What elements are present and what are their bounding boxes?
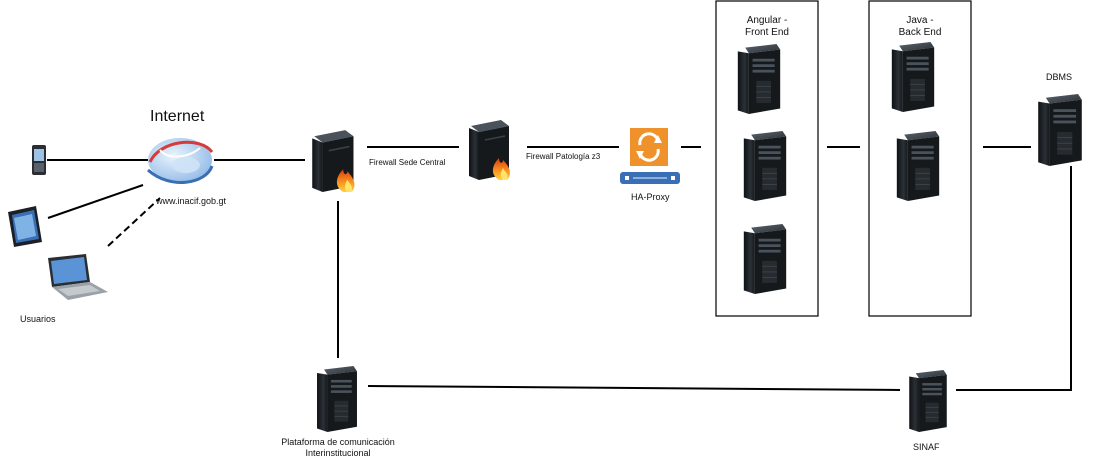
firewall-patologia-label: Firewall Patología z3	[526, 152, 601, 161]
link-plataforma-sinaf	[367, 385, 901, 391]
server-icon	[908, 370, 948, 432]
frontend-title-line1: Angular -	[746, 15, 788, 26]
dbms-label: DBMS	[1046, 72, 1073, 82]
plataforma-label: Plataforma de comunicación Interinstituc…	[268, 437, 408, 459]
laptop-icon	[48, 254, 108, 300]
backend-title-line2: Back End	[898, 27, 942, 38]
server-icon	[316, 366, 358, 432]
frontend-box	[715, 0, 819, 317]
backend-box	[868, 0, 972, 317]
proxy-icon	[620, 128, 680, 184]
tier-boxes	[715, 0, 972, 317]
globe-icon	[146, 138, 214, 184]
link-sinaf-dbms	[956, 166, 1072, 391]
frontend-title-line2: Front End	[745, 27, 789, 38]
link-tablet-internet	[47, 184, 144, 219]
plataforma-label-line2: Interinstitucional	[305, 448, 371, 458]
website-label[interactable]: www.inacif.gob.gt	[156, 196, 227, 206]
server-icon	[743, 131, 787, 201]
firewall-icon	[311, 129, 356, 193]
ha-proxy-label: HA-Proxy	[631, 192, 670, 202]
connection-lines	[47, 146, 1072, 391]
server-icon	[896, 131, 940, 201]
phone-icon	[32, 145, 46, 175]
server-icon	[743, 224, 787, 294]
backend-title: Java - Back End	[869, 15, 971, 39]
link-laptop-internet	[107, 197, 161, 247]
plataforma-label-line1: Plataforma de comunicación	[281, 437, 395, 447]
users-label: Usuarios	[20, 314, 56, 324]
sinaf-label: SINAF	[913, 442, 940, 452]
frontend-title: Angular - Front End	[716, 15, 818, 39]
firewall-central-label: Firewall Sede Central	[369, 158, 446, 167]
server-icon	[891, 42, 935, 112]
firewall-icon	[468, 119, 511, 181]
server-icon	[737, 44, 781, 114]
tablet-icon	[8, 206, 42, 247]
internet-label: Internet	[150, 108, 205, 125]
backend-title-line1: Java -	[906, 15, 934, 26]
server-icon	[1037, 94, 1083, 166]
